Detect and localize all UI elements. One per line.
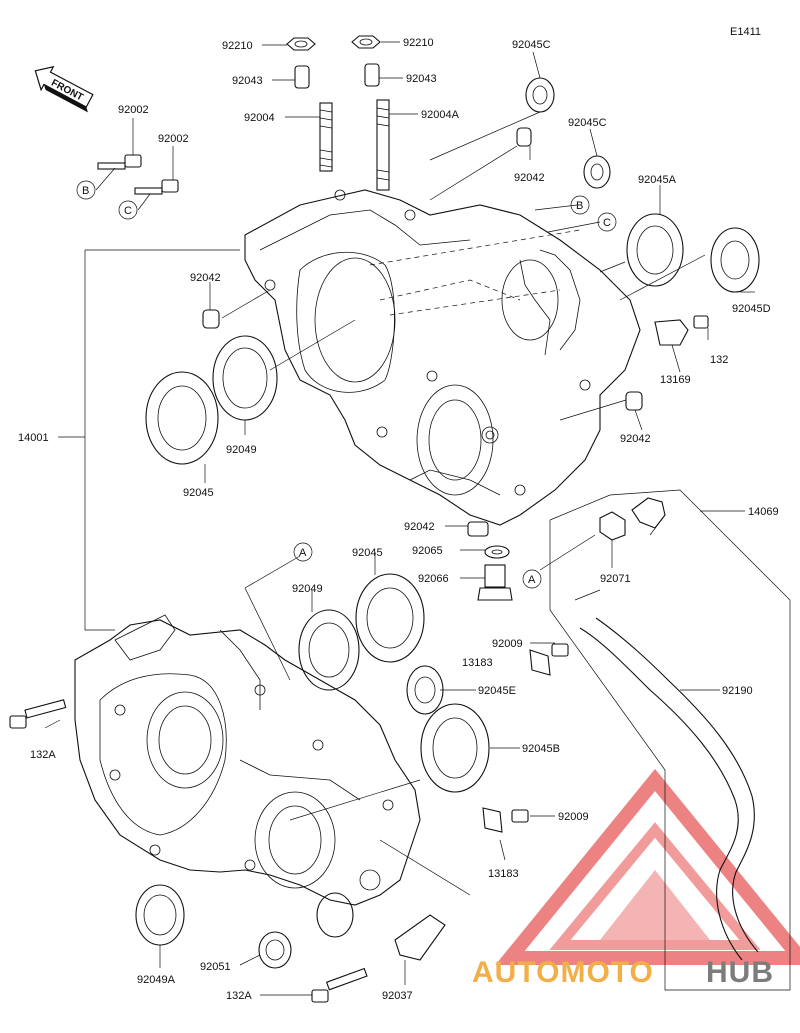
bolts-132a bbox=[9, 699, 368, 1003]
callout-c-left: C bbox=[118, 200, 138, 220]
part-label-132a: 132A bbox=[30, 749, 56, 761]
part-label-92037: 92037 bbox=[382, 990, 413, 1002]
upper-crankcase-half bbox=[244, 189, 641, 526]
part-label-14069: 14069 bbox=[748, 506, 779, 518]
part-label-14001: 14001 bbox=[18, 432, 49, 444]
part-label-92042: 92042 bbox=[620, 433, 651, 445]
part-label-92042: 92042 bbox=[190, 272, 221, 284]
breather-fittings bbox=[599, 497, 666, 541]
part-label-92042: 92042 bbox=[404, 521, 435, 533]
callout-a-label: A bbox=[299, 547, 307, 559]
callout-a-label: A bbox=[528, 574, 536, 586]
breather-hose bbox=[579, 617, 759, 961]
part-label-92004: 92004 bbox=[244, 112, 275, 124]
part-label-92004a: 92004A bbox=[421, 109, 460, 121]
part-label-13183: 13183 bbox=[488, 868, 519, 880]
part-label-92042: 92042 bbox=[514, 172, 545, 184]
watermark-text-hub: HUB bbox=[706, 956, 774, 989]
callout-b-left: B bbox=[76, 180, 96, 200]
callout-a-right: A bbox=[522, 569, 542, 589]
part-label-13183: 13183 bbox=[462, 657, 493, 669]
part-label-92190: 92190 bbox=[722, 685, 753, 697]
part-label-92043: 92043 bbox=[232, 75, 263, 87]
part-label-92043: 92043 bbox=[406, 73, 437, 85]
part-label-92002: 92002 bbox=[118, 104, 149, 116]
part-label-92049a: 92049A bbox=[137, 974, 176, 986]
left-bearings bbox=[145, 335, 278, 465]
bolts-92002 bbox=[97, 154, 179, 195]
callout-c-right: C bbox=[597, 212, 617, 232]
part-label-92002: 92002 bbox=[158, 133, 189, 145]
part-label-92049: 92049 bbox=[226, 444, 257, 456]
lower-bearings bbox=[135, 573, 569, 969]
leader-lines bbox=[44, 41, 791, 996]
callout-a-lower: A bbox=[293, 542, 313, 562]
part-label-92009: 92009 bbox=[492, 638, 523, 650]
part-labels: 92210 92210 92043 92043 92004 92004A 920… bbox=[18, 37, 779, 1002]
front-direction-arrow: FRONT bbox=[34, 65, 94, 113]
lower-crankcase-half bbox=[74, 614, 421, 906]
part-label-92051: 92051 bbox=[200, 961, 231, 973]
part-label-92045d: 92045D bbox=[732, 303, 771, 315]
part-label-92049: 92049 bbox=[292, 583, 323, 595]
drain-plug-group bbox=[467, 521, 513, 601]
part-label-92210: 92210 bbox=[403, 37, 434, 49]
part-label-92045: 92045 bbox=[183, 487, 214, 499]
part-label-92045a: 92045A bbox=[638, 174, 677, 186]
callout-b-right: B bbox=[570, 195, 590, 215]
part-label-92045e: 92045E bbox=[478, 685, 516, 697]
part-label-132: 132 bbox=[710, 354, 728, 366]
stud-nuts-group bbox=[286, 35, 390, 191]
part-label-92009: 92009 bbox=[558, 811, 589, 823]
part-label-92045b: 92045B bbox=[522, 743, 560, 755]
callout-b-label: B bbox=[576, 200, 583, 212]
part-label-92065: 92065 bbox=[412, 545, 443, 557]
diagram-code: E1411 bbox=[730, 26, 761, 38]
part-label-92066: 92066 bbox=[418, 573, 449, 585]
part-label-92045: 92045 bbox=[352, 547, 383, 559]
part-label-92071: 92071 bbox=[600, 573, 631, 585]
part-label-92210: 92210 bbox=[222, 40, 253, 52]
callout-b-label: B bbox=[82, 185, 89, 197]
callout-c-label: C bbox=[124, 205, 132, 217]
part-label-132a: 132A bbox=[226, 990, 252, 1002]
part-label-13169: 13169 bbox=[660, 374, 691, 386]
watermark-logo: AUTOMOTO HUB bbox=[472, 768, 800, 989]
callout-c-label: C bbox=[603, 217, 611, 229]
watermark-text-automoto: AUTOMOTO bbox=[472, 956, 654, 989]
part-label-92045c: 92045C bbox=[512, 39, 551, 51]
part-label-92045c: 92045C bbox=[568, 117, 607, 129]
